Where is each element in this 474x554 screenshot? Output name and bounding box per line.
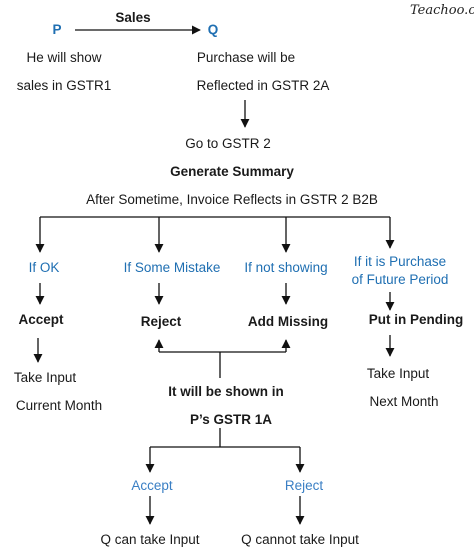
branch-future-line1: If it is Purchase (353, 254, 447, 269)
q-cannot-take-input: Q cannot take Input (241, 532, 359, 547)
branch-if-not-showing: If not showing (244, 260, 328, 275)
shown-in-line1: It will be shown in (168, 384, 284, 399)
watermark: Teachoo.com (410, 3, 474, 18)
q-note-line1: Purchase will be (196, 50, 296, 65)
node-p: P (52, 22, 62, 37)
action-add-missing: Add Missing (247, 314, 329, 329)
shown-in-line2: P’s GSTR 1A (189, 412, 273, 427)
bottom-reject: Reject (284, 478, 324, 493)
bottom-accept: Accept (131, 478, 173, 493)
sales-label: Sales (115, 10, 151, 25)
action-put-pending: Put in Pending (368, 312, 464, 327)
branch-future-line2: of Future Period (351, 272, 449, 287)
q-note-line2: Reflected in GSTR 2A (196, 78, 330, 93)
go-to-gstr2: Go to GSTR 2 (185, 136, 271, 151)
action-reject: Reject (140, 314, 182, 329)
ok-current-month: Current Month (15, 398, 103, 413)
p-note-line1: He will show (26, 50, 102, 65)
p-note-line2: sales in GSTR1 (16, 78, 112, 93)
after-sometime: After Sometime, Invoice Reflects in GSTR… (86, 192, 378, 207)
branch-if-mistake: If Some Mistake (123, 260, 221, 275)
q-can-take-input: Q can take Input (100, 532, 200, 547)
generate-summary: Generate Summary (170, 164, 294, 179)
branch-if-ok: If OK (28, 260, 60, 275)
ok-take-input: Take Input (13, 370, 77, 385)
node-q: Q (207, 22, 219, 37)
pending-take-input: Take Input (366, 366, 430, 381)
action-accept: Accept (18, 312, 64, 327)
pending-next-month: Next Month (369, 394, 439, 409)
